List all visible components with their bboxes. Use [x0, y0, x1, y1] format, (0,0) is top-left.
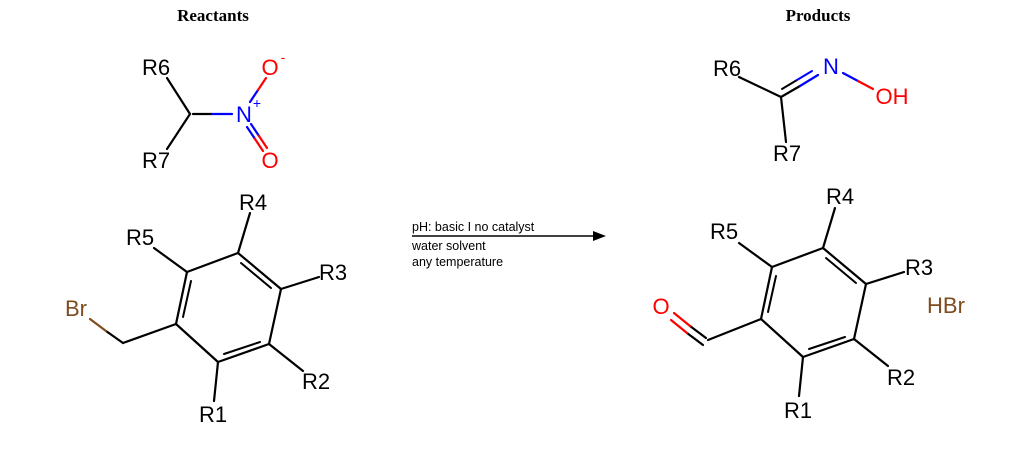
hbr-byproduct-label: HBr [927, 293, 965, 318]
bromine-atom-label: Br [65, 296, 87, 321]
bond [796, 70, 813, 81]
bond [852, 337, 890, 368]
bond [236, 211, 252, 255]
bond [852, 282, 868, 341]
bond [88, 317, 108, 333]
hydroxyl-atom-label: OH [876, 84, 909, 109]
bond [688, 324, 708, 340]
r4-label: R4 [826, 184, 854, 209]
bond [759, 317, 805, 359]
bond [737, 75, 783, 99]
bond [781, 79, 798, 90]
nitrogen-atom-label: N [236, 102, 252, 127]
nitrogen-plus-charge: + [253, 95, 261, 111]
nitrogen-atom-label: N [823, 54, 839, 79]
reactants-title: Reactants [177, 6, 249, 25]
bond [240, 262, 272, 289]
bond [737, 241, 774, 269]
nitroalkane-structure: R6 R7 N + O - O [142, 49, 286, 173]
r5-label: R5 [126, 225, 154, 250]
bond [212, 360, 220, 403]
bond [798, 73, 820, 88]
bond [825, 257, 857, 284]
r6-label: R6 [142, 55, 170, 80]
bond [856, 79, 875, 91]
bond [759, 265, 774, 321]
bond [121, 322, 178, 345]
bond [685, 331, 705, 347]
bond [797, 355, 805, 398]
bond [253, 137, 265, 153]
oxime-structure: R6 R7 N OH [713, 54, 909, 166]
bond [182, 280, 192, 318]
bond [821, 246, 868, 286]
bond [249, 122, 261, 138]
bond [152, 246, 189, 274]
reaction-conditions: pH: basic I no catalyst water solvent an… [411, 220, 606, 269]
bond [808, 336, 846, 350]
r2-label: R2 [302, 369, 330, 394]
r5-label: R5 [710, 219, 738, 244]
bond [669, 318, 689, 335]
bond [801, 337, 856, 359]
benzaldehyde-structure: O R4 R5 R3 R2 R1 HBr [652, 184, 965, 423]
bond [256, 76, 268, 92]
reaction-arrow-head [593, 231, 606, 241]
r3-label: R3 [319, 260, 347, 285]
oxygen-minus-charge: - [281, 49, 286, 65]
products-title: Products [786, 6, 851, 25]
temperature-condition-text: any temperature [412, 255, 503, 269]
bond [185, 251, 240, 274]
solvent-condition-text: water solvent [411, 239, 486, 253]
bond [706, 317, 763, 342]
bond [257, 134, 269, 150]
r4-label: R4 [239, 190, 267, 215]
bond [165, 112, 192, 151]
bond [165, 76, 192, 116]
r7-label: R7 [142, 148, 170, 173]
oxygen-minus-atom-label: O [261, 55, 278, 80]
bond [770, 246, 825, 269]
r6-label: R6 [713, 56, 741, 81]
r2-label: R2 [887, 365, 915, 390]
bond [174, 270, 189, 326]
bond [267, 342, 305, 373]
bond [236, 251, 283, 291]
r1-label: R1 [784, 398, 812, 423]
bond [767, 275, 777, 313]
r1-label: R1 [199, 402, 227, 427]
bond [672, 311, 692, 328]
bond [779, 95, 788, 144]
bond [864, 270, 906, 286]
bond [174, 322, 220, 364]
bond [279, 275, 321, 291]
bond [821, 206, 837, 250]
carbonyl-oxygen-label: O [652, 294, 669, 319]
benzyl-bromide-structure: Br R4 R5 R3 R2 R1 [65, 190, 347, 427]
bond [104, 329, 125, 345]
bond [267, 287, 283, 346]
oxygen-double-atom-label: O [261, 148, 278, 173]
bond [245, 125, 257, 141]
bond [779, 84, 802, 99]
r3-label: R3 [905, 255, 933, 280]
bond [248, 88, 260, 104]
r7-label: R7 [773, 141, 801, 166]
bond [216, 342, 271, 364]
bond [223, 341, 261, 355]
bond [841, 71, 860, 83]
ph-condition-text: pH: basic I no catalyst [412, 220, 535, 234]
